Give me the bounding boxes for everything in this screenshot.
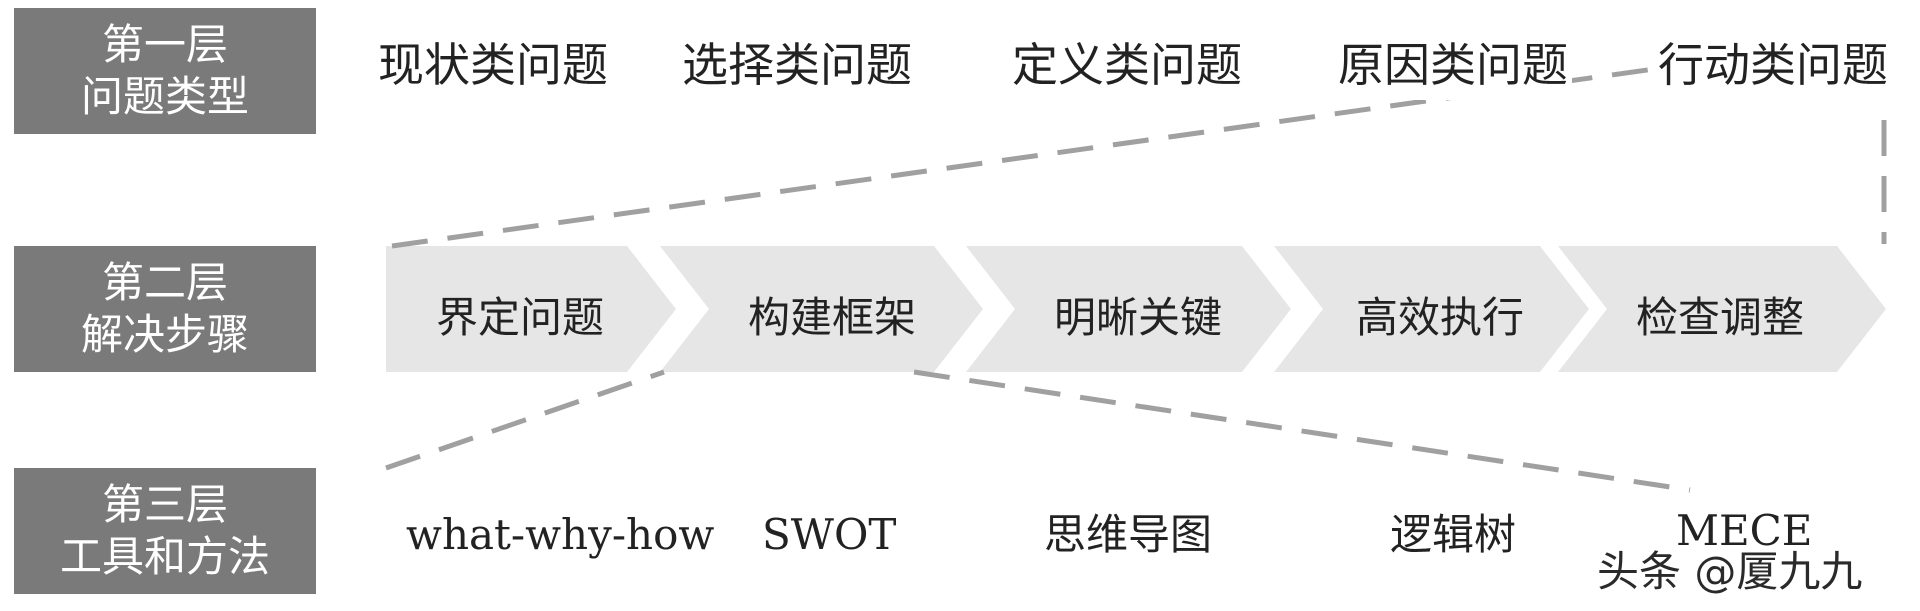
layer-2-label: 第二层 解决步骤: [14, 246, 316, 372]
chevron-step-2: [660, 246, 983, 372]
tool-what-why-how: what-why-how: [406, 510, 715, 559]
dash-line-bottom-right: [913, 369, 1691, 493]
chevron-step-5: [1558, 246, 1886, 372]
tool-mind-map: 思维导图: [1044, 510, 1213, 559]
layer-3-subtitle: 工具和方法: [59, 532, 270, 581]
tool-logic-tree: 逻辑树: [1390, 510, 1517, 559]
watermark: 头条 @厦九九: [1597, 547, 1863, 596]
chevron-step-3: [966, 246, 1291, 372]
question-type-3: 定义类问题: [1008, 30, 1246, 100]
layer-1-title: 第一层: [101, 20, 228, 69]
chevron-step-4: [1274, 246, 1589, 372]
chevron-group: [386, 246, 1886, 372]
dash-line-bottom-left: [385, 369, 665, 471]
layer-3-title: 第三层: [101, 480, 228, 529]
tool-swot: SWOT: [762, 510, 897, 559]
layer-1-subtitle: 问题类型: [80, 72, 249, 121]
step-5: 检查调整: [1635, 293, 1804, 342]
layer-1-label: 第一层 问题类型: [14, 8, 316, 134]
question-type-2: 选择类问题: [678, 30, 916, 100]
step-3: 明晰关键: [1053, 293, 1222, 342]
question-type-1: 现状类问题: [374, 30, 612, 100]
tool-mece: MECE: [1676, 506, 1813, 555]
step-1: 界定问题: [435, 293, 604, 342]
layer-3-label: 第三层 工具和方法: [14, 468, 316, 594]
layer-2-subtitle: 解决步骤: [80, 310, 249, 359]
question-type-4: 原因类问题: [1334, 30, 1572, 100]
step-2: 构建框架: [747, 293, 916, 342]
question-type-5: 行动类问题: [1654, 30, 1892, 100]
step-4: 高效执行: [1355, 293, 1524, 342]
chevron-step-1: [386, 246, 676, 372]
layer-2-title: 第二层: [101, 258, 228, 307]
